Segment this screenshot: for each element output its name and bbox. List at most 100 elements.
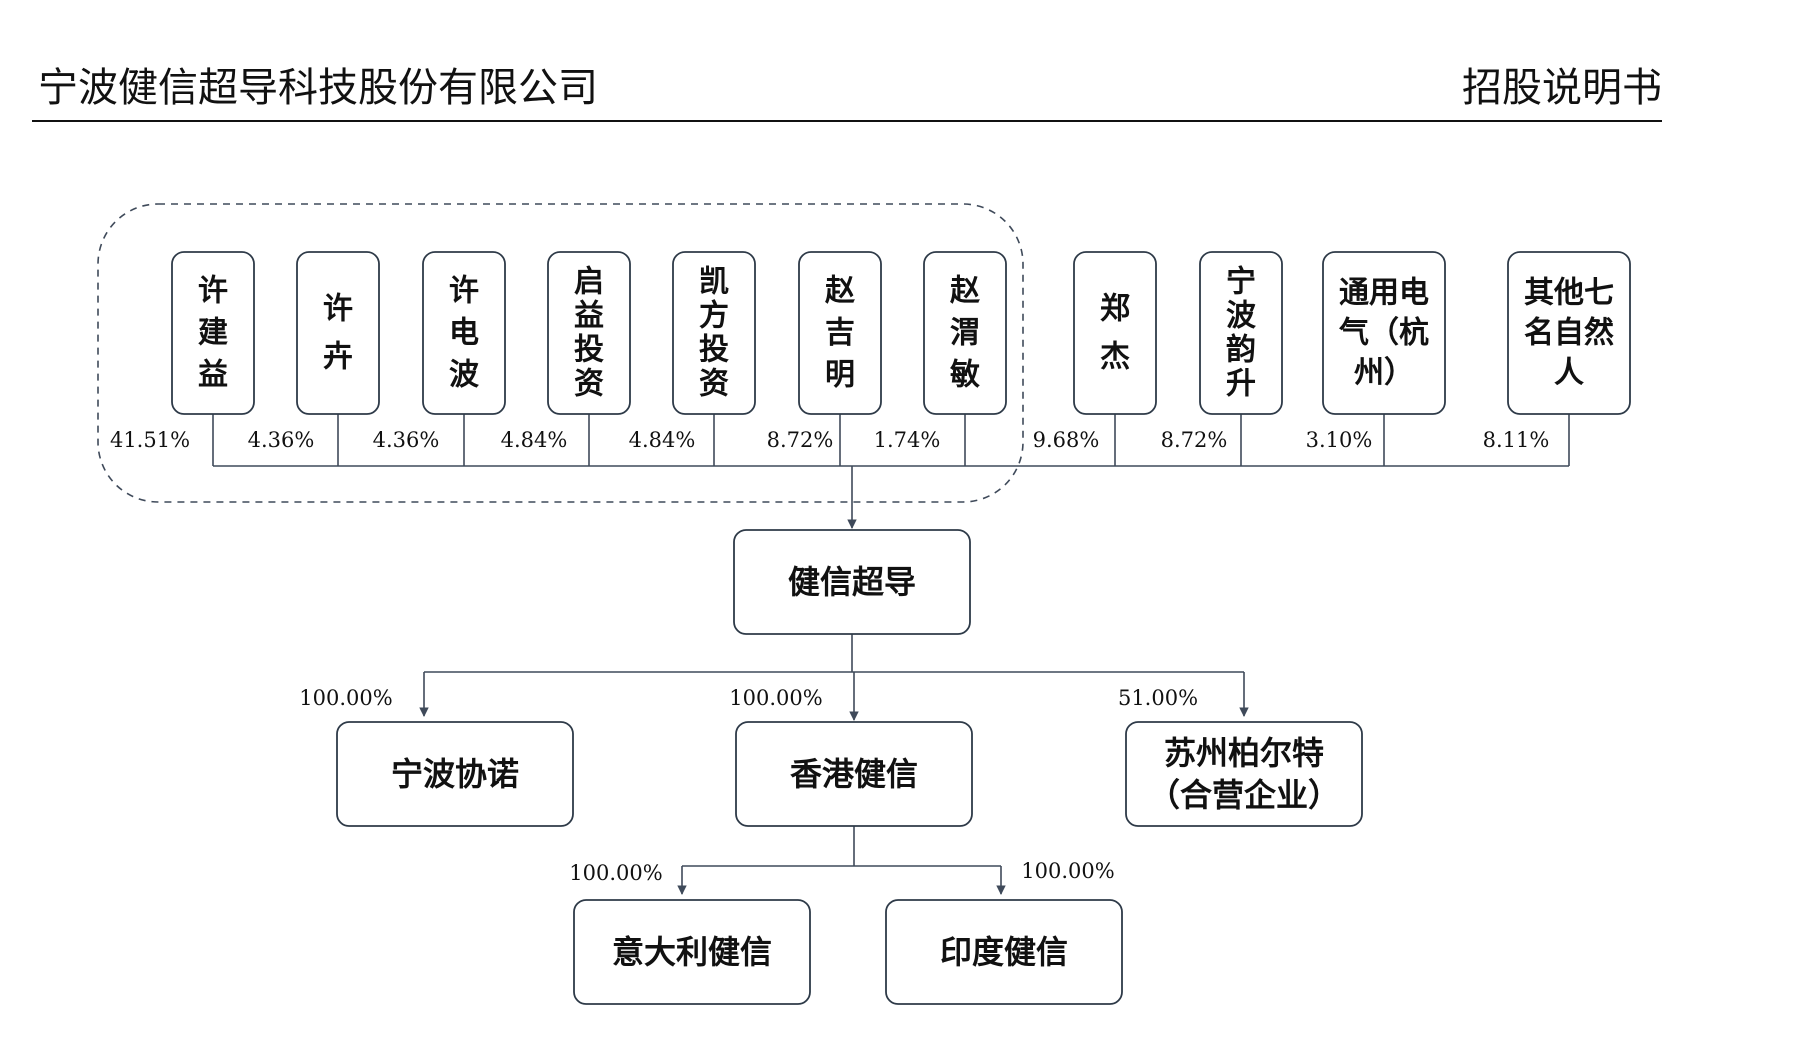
sh-kaifang-label: 方: [699, 299, 729, 334]
sh-kaifang-frame: [672, 251, 756, 415]
sh-zheng-jie-label: 杰: [1100, 340, 1130, 375]
sh-zhao-weimin-label: 敏: [950, 358, 980, 393]
sh-qiyi-label: 益: [574, 299, 604, 334]
sub-suzhou-boerte-pct: 51.00%: [1118, 686, 1198, 710]
connector-lines: [212, 414, 1570, 895]
sh-xu-dianbo: 许电波: [422, 251, 506, 415]
sh-zhao-jiming-label: 吉: [825, 316, 855, 351]
sh-ningbo-yunsheng-frame: [1199, 251, 1283, 415]
sh-zhao-jiming-label: 明: [825, 358, 855, 393]
company-jianxin: 健信超导: [733, 529, 971, 635]
company-jianxin-frame: [733, 529, 971, 635]
sh-ge-hangzhou-frame: [1322, 251, 1446, 415]
percentage-labels: 41.51% 4.36% 4.36% 4.84% 4.84% 8.72% 1.74% 9.68…: [110, 428, 1549, 885]
sub-italy-jianxin-label: 意大利健信: [612, 933, 772, 971]
sh-zhao-jiming: 赵吉明: [798, 251, 882, 415]
sub-italy-jianxin-frame: [573, 899, 811, 1005]
sh-xu-dianbo-label: 许: [449, 274, 479, 309]
sh-xu-bian-label: 许: [323, 292, 353, 327]
sh-others-label: 人: [1554, 356, 1584, 391]
sub-ningbo-xienuo-pct: 100.00%: [299, 686, 392, 710]
sh-xu-bian-label: 卉: [323, 340, 353, 375]
sh-xu-dianbo-label: 电: [449, 316, 479, 351]
sh-kaifang-label: 投: [699, 333, 729, 368]
sh-kaifang-pct: 4.84%: [629, 428, 696, 452]
company-jianxin-label: 健信超导: [788, 563, 916, 601]
sh-zhao-weimin-frame: [923, 251, 1007, 415]
sh-zhao-jiming-pct: 8.72%: [767, 428, 834, 452]
sh-ningbo-yunsheng-label: 韵: [1226, 333, 1256, 368]
sh-zhao-weimin-label: 渭: [950, 316, 980, 351]
sub-suzhou-boerte: 苏州柏尔特 （合营企业）: [1125, 721, 1363, 827]
sub-suzhou-boerte-label: 苏州柏尔特: [1164, 734, 1324, 772]
sh-xu-jianyi-label: 许: [198, 274, 228, 309]
sh-ningbo-yunsheng-label: 升: [1226, 367, 1256, 402]
sh-qiyi-label: 投: [574, 333, 604, 368]
sh-zhao-weimin: 赵渭敏: [923, 251, 1007, 415]
header-company-name: 宁波健信超导科技股份有限公司: [38, 65, 598, 111]
sub-ningbo-xienuo-frame: [336, 721, 574, 827]
sh-kaifang-label: 资: [699, 367, 729, 402]
sh-zhao-weimin-pct: 1.74%: [874, 428, 941, 452]
sh-qiyi-label: 资: [574, 367, 604, 402]
sh-others-frame: [1507, 251, 1631, 415]
sh-xu-jianyi-frame: [171, 251, 255, 415]
sh-kaifang-label: 凯: [699, 265, 729, 300]
sh-ge-hangzhou-pct: 3.10%: [1306, 428, 1373, 452]
sub-hk-jianxin-pct: 100.00%: [729, 686, 822, 710]
sh-others-pct: 8.11%: [1483, 428, 1550, 452]
sh-xu-jianyi-label: 益: [198, 358, 228, 393]
sh-ge-hangzhou-label: 通用电: [1339, 276, 1429, 311]
sh-zhao-jiming-frame: [798, 251, 882, 415]
sh-zheng-jie-frame: [1073, 251, 1157, 415]
sh-xu-bian-pct: 4.36%: [248, 428, 315, 452]
sh-zhao-weimin-label: 赵: [950, 274, 981, 309]
sh-xu-jianyi-pct: 41.51%: [110, 428, 190, 452]
sh-qiyi-label: 启: [574, 265, 604, 300]
sub-ningbo-xienuo-label: 宁波协诺: [391, 755, 519, 793]
sub-hk-jianxin: 香港健信: [735, 721, 973, 827]
sh-xu-bian: 许卉: [296, 251, 380, 415]
header-document-type: 招股说明书: [1462, 65, 1662, 111]
sh-xu-jianyi: 许建益: [171, 251, 255, 415]
sh-qiyi-pct: 4.84%: [501, 428, 568, 452]
sh-xu-dianbo-pct: 4.36%: [373, 428, 440, 452]
sub-india-jianxin-pct: 100.00%: [1021, 859, 1114, 883]
sh-qiyi-frame: [547, 251, 631, 415]
sh-ningbo-yunsheng-pct: 8.72%: [1161, 428, 1228, 452]
sh-others-label: 其他七: [1524, 276, 1614, 311]
sh-xu-jianyi-label: 建: [198, 316, 228, 351]
sh-ge-hangzhou-label: 州）: [1354, 356, 1414, 391]
sh-ningbo-yunsheng-label: 波: [1226, 299, 1257, 334]
sh-zhao-jiming-label: 赵: [825, 274, 856, 309]
sh-others-label: 名自然: [1524, 316, 1614, 351]
sub-italy-jianxin: 意大利健信: [573, 899, 811, 1005]
sub-ningbo-xienuo: 宁波协诺: [336, 721, 574, 827]
sh-zheng-jie-label: 郑: [1100, 292, 1130, 327]
controlling-group-outline: [97, 203, 1024, 503]
sub-italy-jianxin-pct: 100.00%: [569, 861, 662, 885]
sh-xu-bian-frame: [296, 251, 380, 415]
sh-zheng-jie: 郑杰: [1073, 251, 1157, 415]
sh-xu-dianbo-frame: [422, 251, 506, 415]
sh-zheng-jie-pct: 9.68%: [1033, 428, 1100, 452]
sub-india-jianxin-label: 印度健信: [940, 933, 1068, 971]
sub-suzhou-boerte-label: （合营企业）: [1148, 776, 1340, 814]
sh-ge-hangzhou-label: 气（杭: [1339, 316, 1429, 351]
header-rule: [32, 120, 1662, 122]
sub-hk-jianxin-label: 香港健信: [790, 755, 918, 793]
sh-xu-dianbo-label: 波: [449, 358, 480, 393]
entity-boxes: 许建益许卉许电波启益投资凯方投资赵吉明赵渭敏郑杰宁波韵升通用电气（杭州）其他七名…: [97, 203, 1631, 1005]
sh-ningbo-yunsheng-label: 宁: [1226, 265, 1256, 300]
sub-india-jianxin-frame: [885, 899, 1123, 1005]
sub-india-jianxin: 印度健信: [885, 899, 1123, 1005]
sub-suzhou-boerte-frame: [1125, 721, 1363, 827]
sub-hk-jianxin-frame: [735, 721, 973, 827]
